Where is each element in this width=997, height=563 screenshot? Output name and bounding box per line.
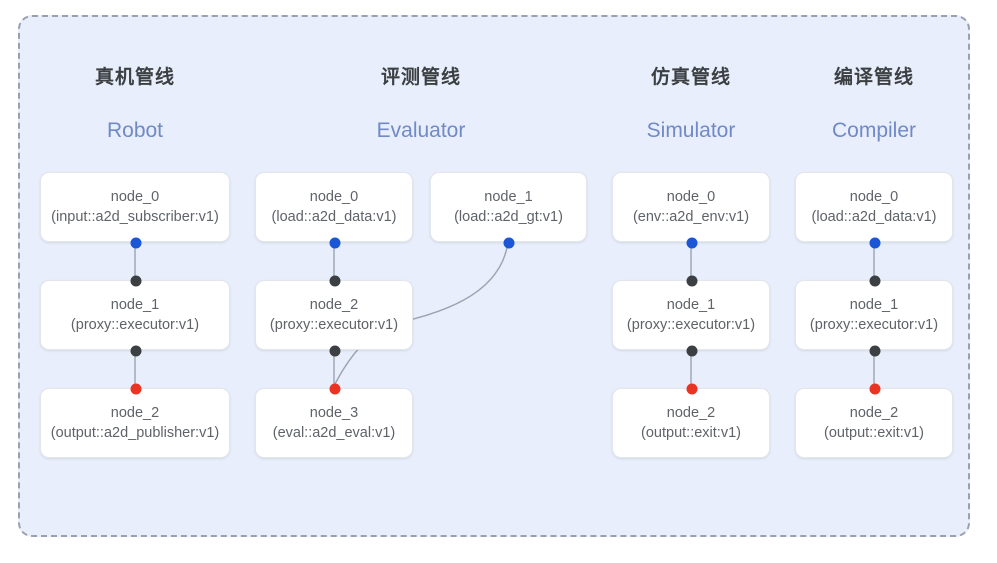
node-name: node_3 — [309, 405, 359, 421]
node-type: (env::a2d_env:v1) — [632, 209, 750, 225]
node-type: (output::exit:v1) — [641, 425, 741, 441]
node-type: (proxy::executor:v1) — [70, 317, 200, 333]
node-name: node_1 — [666, 297, 716, 313]
port-out-blue[interactable] — [869, 237, 881, 249]
node-evaluator-node-2[interactable]: node_2 (proxy::executor:v1) — [255, 275, 413, 357]
node-type: (output::a2d_publisher:v1) — [50, 425, 220, 441]
port-out-blue[interactable] — [329, 237, 341, 249]
node-evaluator-node-1[interactable]: node_1 (load::a2d_gt:v1) — [430, 172, 587, 249]
node-compiler-node-0[interactable]: node_0 (load::a2d_data:v1) — [795, 172, 953, 249]
port-in-dark[interactable] — [130, 275, 142, 287]
node-name: node_0 — [110, 189, 160, 205]
port-in-dark[interactable] — [686, 275, 698, 287]
pipeline-board — [18, 15, 970, 537]
node-evaluator-node-0[interactable]: node_0 (load::a2d_data:v1) — [255, 172, 413, 249]
port-out-dark[interactable] — [329, 345, 341, 357]
port-in-red[interactable] — [329, 383, 341, 395]
node-name: node_2 — [309, 297, 359, 313]
port-in-red[interactable] — [686, 383, 698, 395]
node-compiler-node-2[interactable]: node_2 (output::exit:v1) — [795, 383, 953, 458]
port-out-dark[interactable] — [686, 345, 698, 357]
node-simulator-node-2[interactable]: node_2 (output::exit:v1) — [612, 383, 770, 458]
node-type: (load::a2d_data:v1) — [811, 209, 937, 225]
node-name: node_1 — [484, 189, 533, 205]
node-compiler-node-1[interactable]: node_1 (proxy::executor:v1) — [795, 275, 953, 357]
node-name: node_0 — [309, 189, 359, 205]
port-in-red[interactable] — [869, 383, 881, 395]
port-in-red[interactable] — [130, 383, 142, 395]
node-name: node_2 — [849, 405, 899, 421]
node-type: (input::a2d_subscriber:v1) — [51, 209, 219, 225]
node-simulator-node-1[interactable]: node_1 (proxy::executor:v1) — [612, 275, 770, 357]
node-name: node_2 — [666, 405, 716, 421]
node-name: node_1 — [849, 297, 899, 313]
node-name: node_0 — [849, 189, 899, 205]
node-name: node_0 — [666, 189, 716, 205]
node-robot-node-1[interactable]: node_1 (proxy::executor:v1) — [40, 275, 230, 357]
node-type: (output::exit:v1) — [824, 425, 924, 441]
node-type: (proxy::executor:v1) — [626, 317, 756, 333]
node-simulator-node-0[interactable]: node_0 (env::a2d_env:v1) — [612, 172, 770, 249]
node-type: (proxy::executor:v1) — [809, 317, 939, 333]
node-name: node_1 — [110, 297, 160, 313]
port-out-blue[interactable] — [130, 237, 142, 249]
node-name: node_2 — [110, 405, 160, 421]
node-type: (proxy::executor:v1) — [269, 317, 399, 333]
node-robot-node-2[interactable]: node_2 (output::a2d_publisher:v1) — [40, 383, 230, 458]
port-in-dark[interactable] — [869, 275, 881, 287]
node-type: (load::a2d_gt:v1) — [454, 209, 563, 225]
port-out-dark[interactable] — [869, 345, 881, 357]
port-out-blue[interactable] — [686, 237, 698, 249]
port-out-blue[interactable] — [503, 237, 515, 249]
node-type: (eval::a2d_eval:v1) — [272, 425, 396, 441]
node-robot-node-0[interactable]: node_0 (input::a2d_subscriber:v1) — [40, 172, 230, 249]
node-evaluator-node-3[interactable]: node_3 (eval::a2d_eval:v1) — [255, 383, 413, 458]
port-in-dark[interactable] — [329, 275, 341, 287]
port-out-dark[interactable] — [130, 345, 142, 357]
node-type: (load::a2d_data:v1) — [271, 209, 397, 225]
